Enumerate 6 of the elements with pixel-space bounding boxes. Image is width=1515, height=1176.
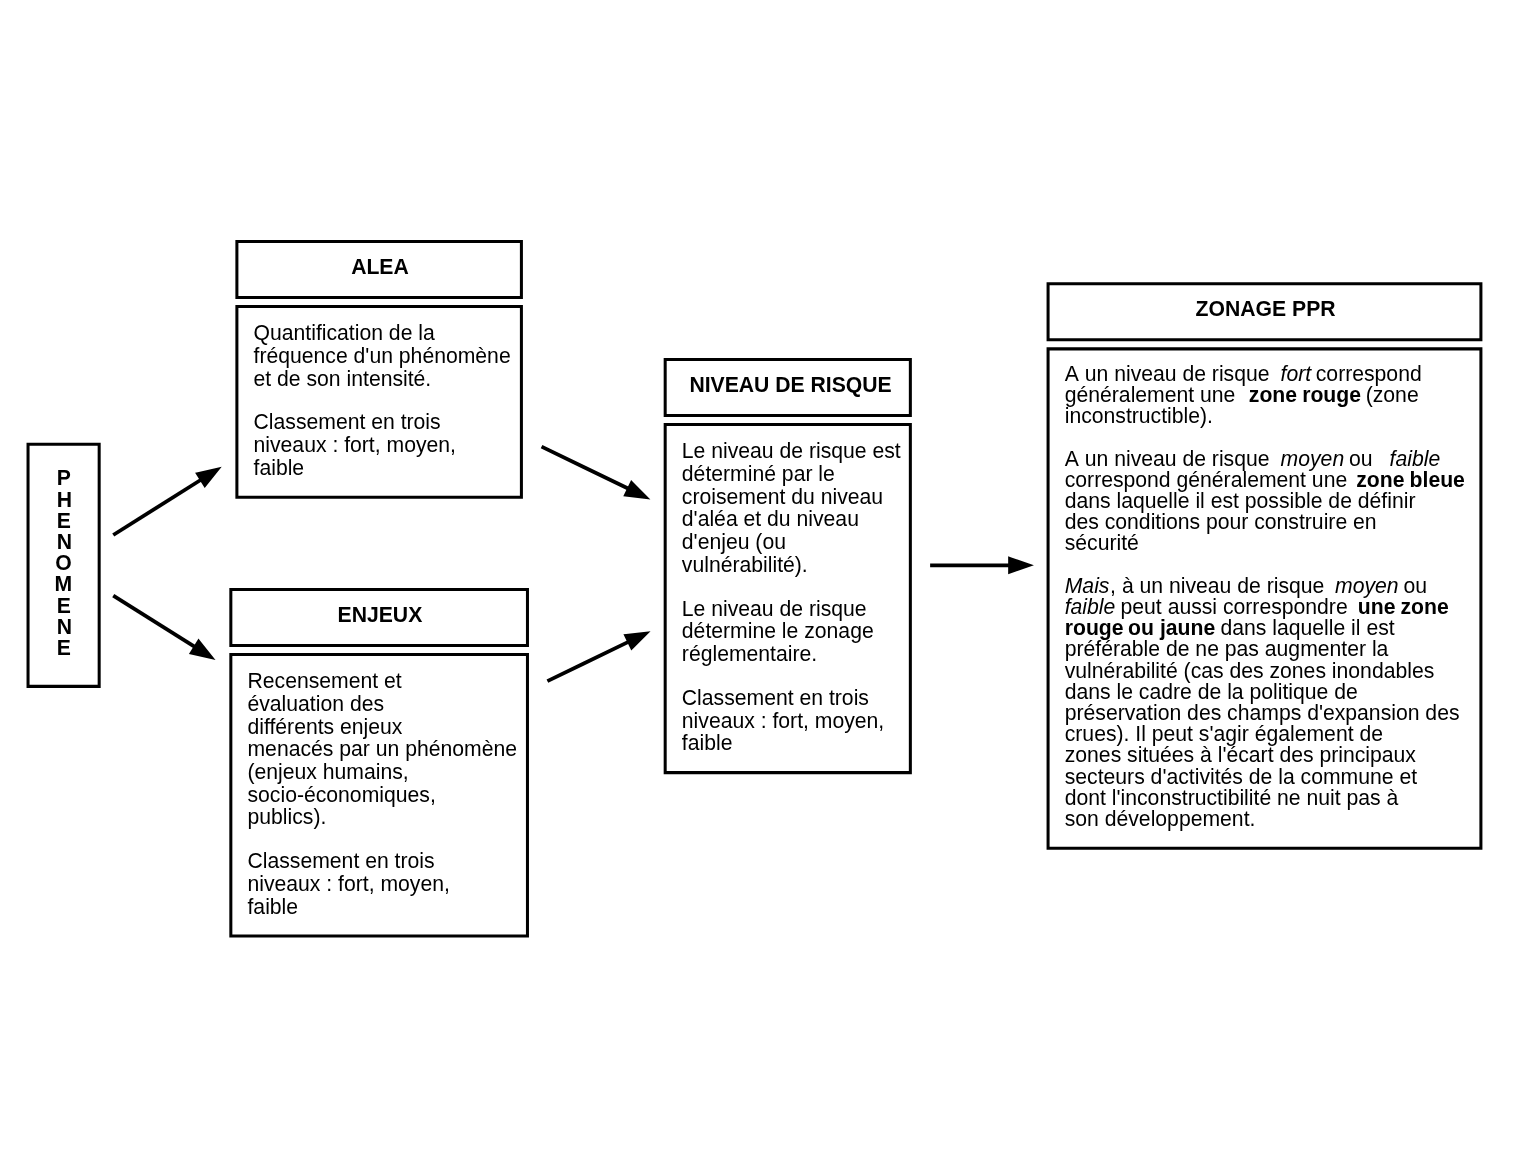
node-box: PHENOMENE (26, 442, 101, 688)
arrow (930, 556, 1034, 575)
arrow (112, 594, 216, 660)
arrow (540, 444, 651, 500)
arrow (112, 466, 222, 537)
arrow (546, 631, 651, 683)
